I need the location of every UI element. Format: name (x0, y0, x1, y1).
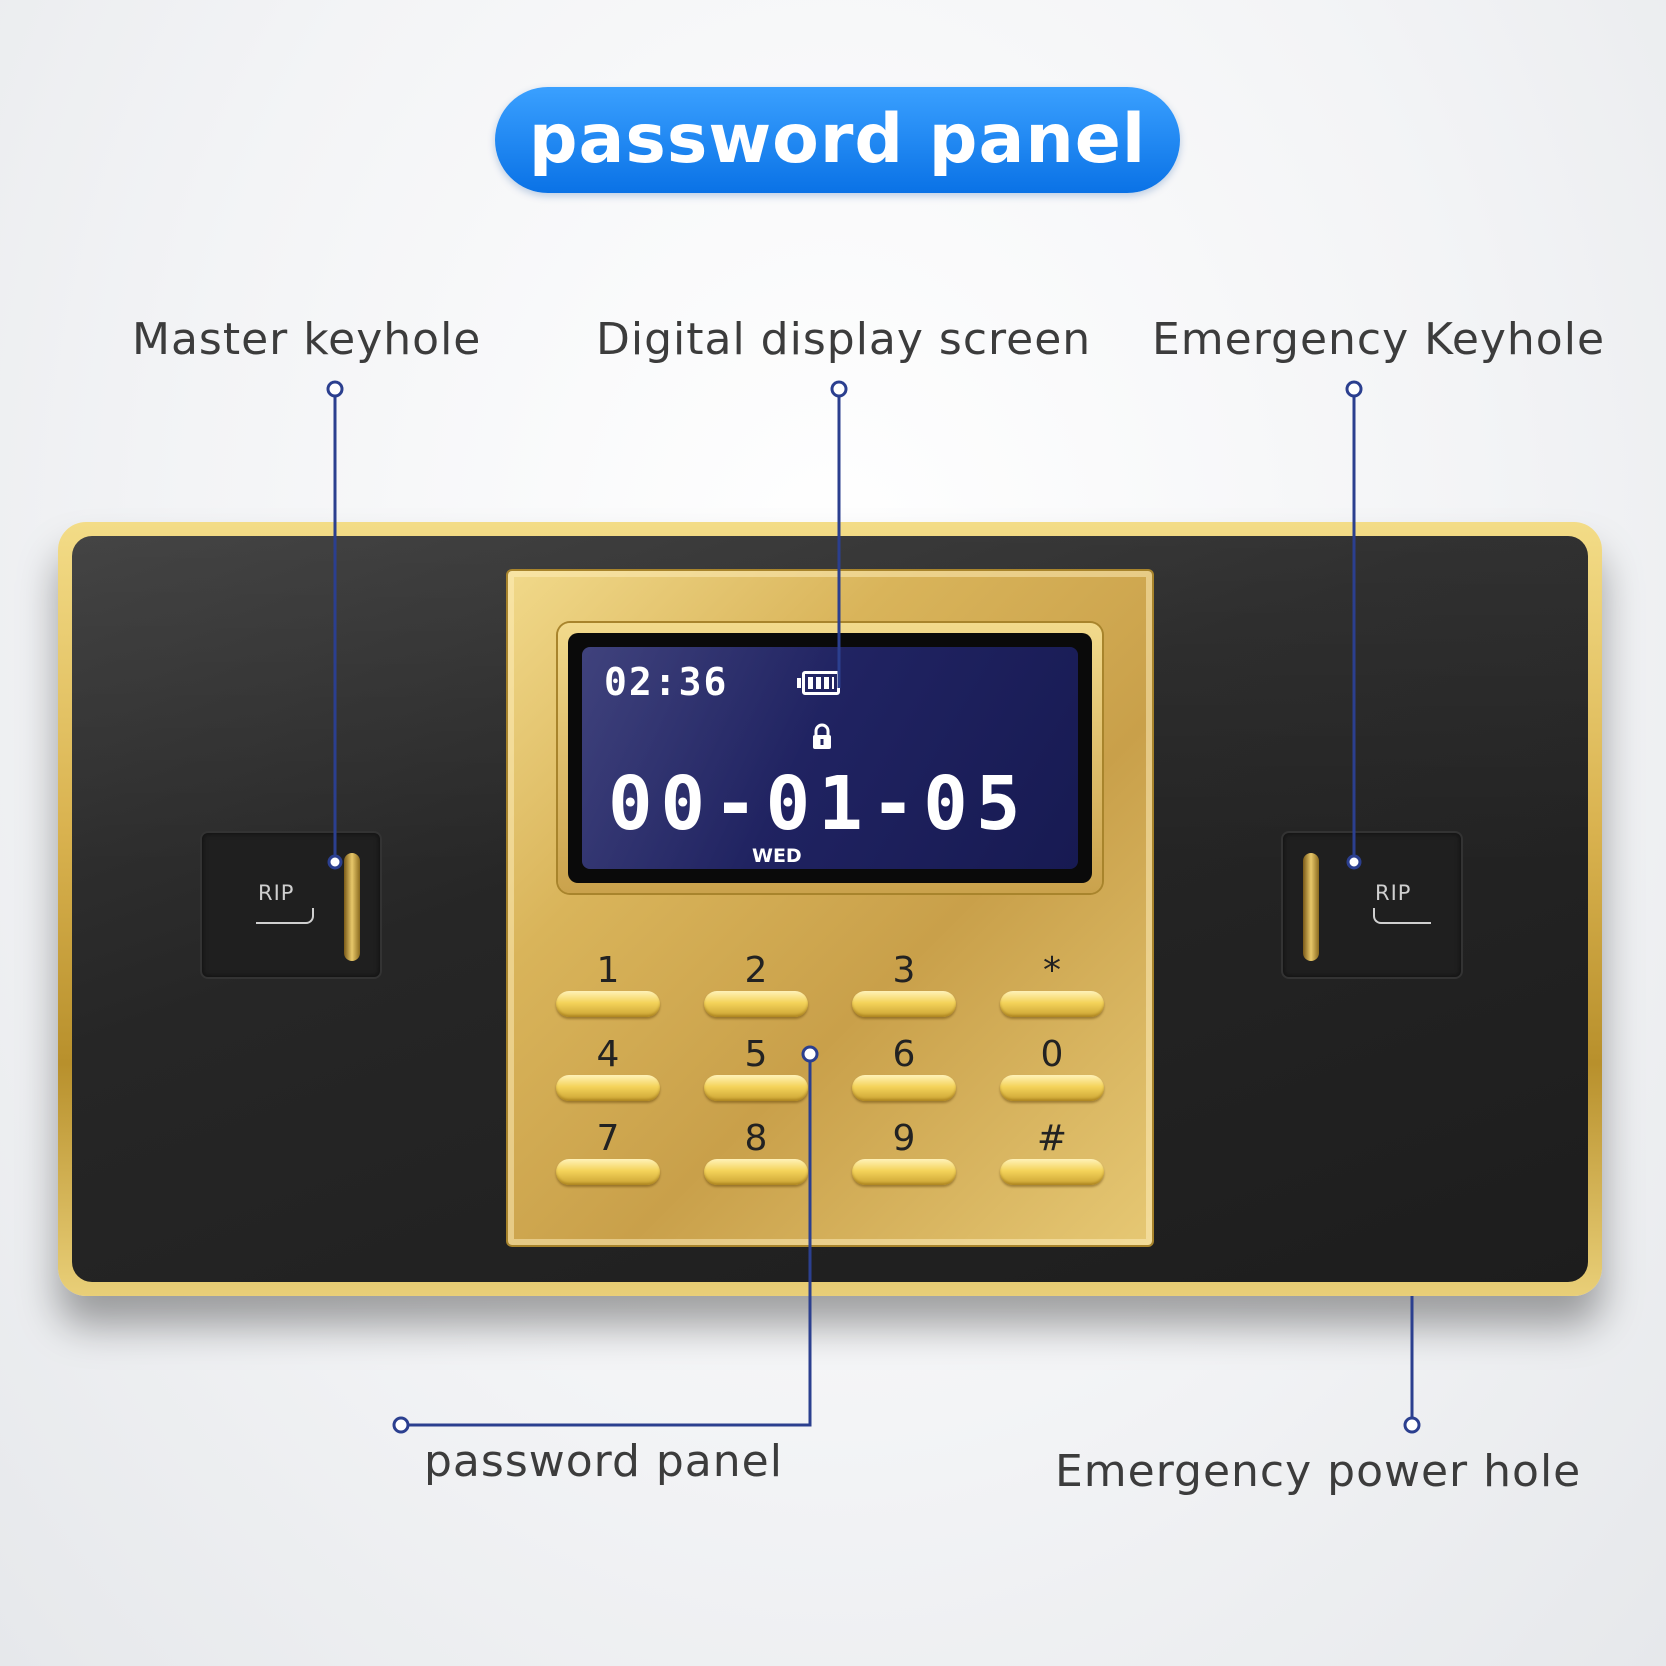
keypad-key-button[interactable] (1000, 1159, 1104, 1185)
title-text: password panel (528, 100, 1147, 179)
keypad-key-label: 1 (596, 950, 620, 991)
keypad-key-label: 7 (596, 1118, 620, 1159)
keypad-key-button[interactable] (556, 1159, 660, 1185)
keypad-key-button[interactable] (704, 1075, 808, 1101)
keypad-key-8[interactable]: 8 (704, 1121, 808, 1205)
keypad-key-5[interactable]: 5 (704, 1037, 808, 1121)
keypad: 1 2 3 * 4 5 6 0 7 8 9 # (556, 953, 1104, 1203)
title-pill: password panel (495, 87, 1180, 193)
battery-icon (797, 671, 840, 695)
rip-arrow-right-icon (1373, 908, 1431, 924)
keypad-key-2[interactable]: 2 (704, 953, 808, 1037)
keypad-key-button[interactable] (1000, 991, 1104, 1017)
keypad-key-4[interactable]: 4 (556, 1037, 660, 1121)
emergency-key-slot[interactable] (1303, 853, 1319, 961)
callout-password-panel: password panel (424, 1436, 783, 1487)
keypad-key-label: 0 (1040, 1034, 1064, 1075)
keypad-key-3[interactable]: 3 (852, 953, 956, 1037)
keypad-key-label: 5 (744, 1034, 768, 1075)
leader-dot-master-top (326, 380, 344, 398)
lcd-day: WED (752, 845, 802, 867)
keypad-key-button[interactable] (556, 1075, 660, 1101)
rip-arrow-left-icon (256, 908, 314, 924)
digital-display-screen: 02:36 00-01-05 WED (582, 647, 1078, 869)
keypad-key-label: 9 (892, 1118, 916, 1159)
keypad-key-button[interactable] (1000, 1075, 1104, 1101)
keypad-key-button[interactable] (704, 991, 808, 1017)
keypad-key-6[interactable]: 6 (852, 1037, 956, 1121)
keypad-key-label: 6 (892, 1034, 916, 1075)
keypad-key-button[interactable] (852, 1075, 956, 1101)
master-key-slot[interactable] (344, 853, 360, 961)
keypad-key-0[interactable]: 0 (1000, 1037, 1104, 1121)
lcd-date: 00-01-05 (608, 761, 1029, 847)
callout-digital-display: Digital display screen (596, 314, 1092, 365)
keypad-key-label: 4 (596, 1034, 620, 1075)
lcd-time: 02:36 (604, 660, 729, 704)
rip-label-right: RIP (1375, 881, 1412, 905)
leader-dot-power-end (1403, 1416, 1421, 1434)
password-panel-plate: 02:36 00-01-05 WED 1 2 3 * 4 5 6 0 7 8 9 # (508, 571, 1152, 1245)
keypad-key-label: 2 (744, 950, 768, 991)
lcd-bezel: 02:36 00-01-05 WED (568, 633, 1092, 883)
keypad-key-hash[interactable]: # (1000, 1121, 1104, 1205)
callout-emergency-keyhole: Emergency Keyhole (1152, 314, 1606, 365)
keypad-key-button[interactable] (704, 1159, 808, 1185)
keypad-key-button[interactable] (852, 1159, 956, 1185)
keypad-key-label: # (1036, 1118, 1068, 1159)
callout-emergency-power: Emergency power hole (1055, 1446, 1582, 1497)
emergency-keyhole[interactable]: RIP (1281, 831, 1463, 979)
keypad-key-star[interactable]: * (1000, 953, 1104, 1037)
keypad-key-label: 8 (744, 1118, 768, 1159)
leader-dot-password-end (392, 1416, 410, 1434)
keypad-key-label: 3 (892, 950, 916, 991)
master-keyhole[interactable]: RIP (200, 831, 382, 979)
keypad-key-button[interactable] (852, 991, 956, 1017)
keypad-key-1[interactable]: 1 (556, 953, 660, 1037)
lock-icon (813, 723, 831, 749)
keypad-key-label: * (1043, 950, 1061, 991)
callout-master-keyhole: Master keyhole (132, 314, 482, 365)
leader-dot-emergency-top (1345, 380, 1363, 398)
keypad-key-7[interactable]: 7 (556, 1121, 660, 1205)
keypad-key-9[interactable]: 9 (852, 1121, 956, 1205)
leader-dot-display-top (830, 380, 848, 398)
keypad-key-button[interactable] (556, 991, 660, 1017)
lcd-frame: 02:36 00-01-05 WED (558, 623, 1102, 893)
rip-label-left: RIP (258, 881, 295, 905)
